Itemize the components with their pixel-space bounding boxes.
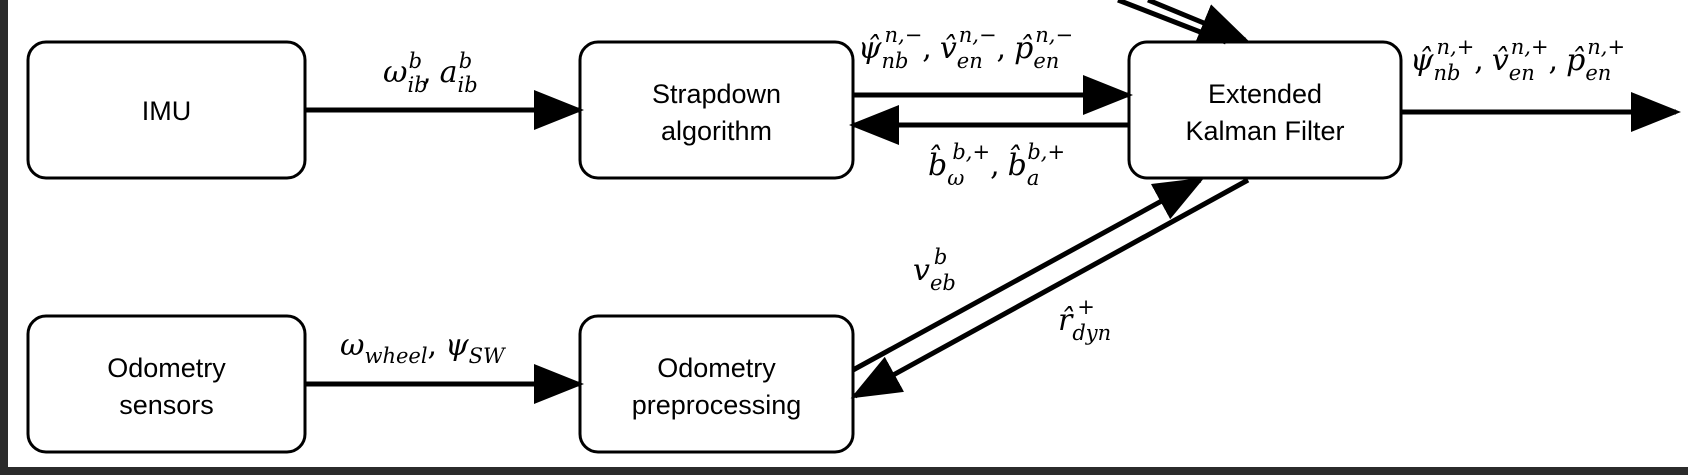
- ekf-block: Extended Kalman Filter: [1127, 40, 1403, 180]
- odometry-preprocessing-block: Odometry preprocessing: [578, 314, 855, 454]
- imu-output-label: ωibb,aibb: [383, 49, 478, 97]
- velocity-label: vebb: [913, 245, 956, 295]
- incoming-arrow-line-1: [1117, 0, 1227, 45]
- preprocessing-to-ekf-arrow: [851, 177, 1205, 373]
- odometry-sensors-label-line2: sensors: [119, 390, 214, 420]
- strapdown-output-label: ψ̂nbn,−,v̂enn,−,p̂enn,−: [858, 23, 1073, 73]
- odometry-sensors-block: Odometry sensors: [26, 314, 307, 454]
- imu-block: IMU: [26, 40, 307, 180]
- imu-label: IMU: [142, 96, 192, 126]
- ekf-to-preprocessing-arrow: [850, 177, 1250, 399]
- strapdown-label-line1: Strapdown: [652, 79, 781, 109]
- incoming-arrow-line-2: [1147, 0, 1250, 43]
- dynamic-radius-label: r̂dyn+: [1058, 295, 1111, 345]
- odometry-sensors-label-line1: Odometry: [107, 353, 226, 383]
- bias-feedback-label: b̂ωb,+,b̂ab,+: [928, 140, 1065, 190]
- odometry-output-label: ωwheel,ψSW: [340, 328, 507, 368]
- strapdown-label-line2: algorithm: [661, 116, 772, 146]
- odometry-preprocessing-label-line2: preprocessing: [632, 390, 802, 420]
- block-diagram: IMU Strapdown algorithm Extended Kalman …: [26, 0, 1681, 454]
- ekf-output-label: ψ̂nbn,+,v̂enn,+,p̂enn,+: [1410, 35, 1625, 85]
- strapdown-block: Strapdown algorithm: [578, 40, 855, 180]
- odometry-preprocessing-label-line1: Odometry: [657, 353, 776, 383]
- ekf-label-line1: Extended: [1208, 79, 1322, 109]
- ekf-label-line2: Kalman Filter: [1185, 116, 1344, 146]
- diagram-canvas: IMU Strapdown algorithm Extended Kalman …: [8, 0, 1688, 467]
